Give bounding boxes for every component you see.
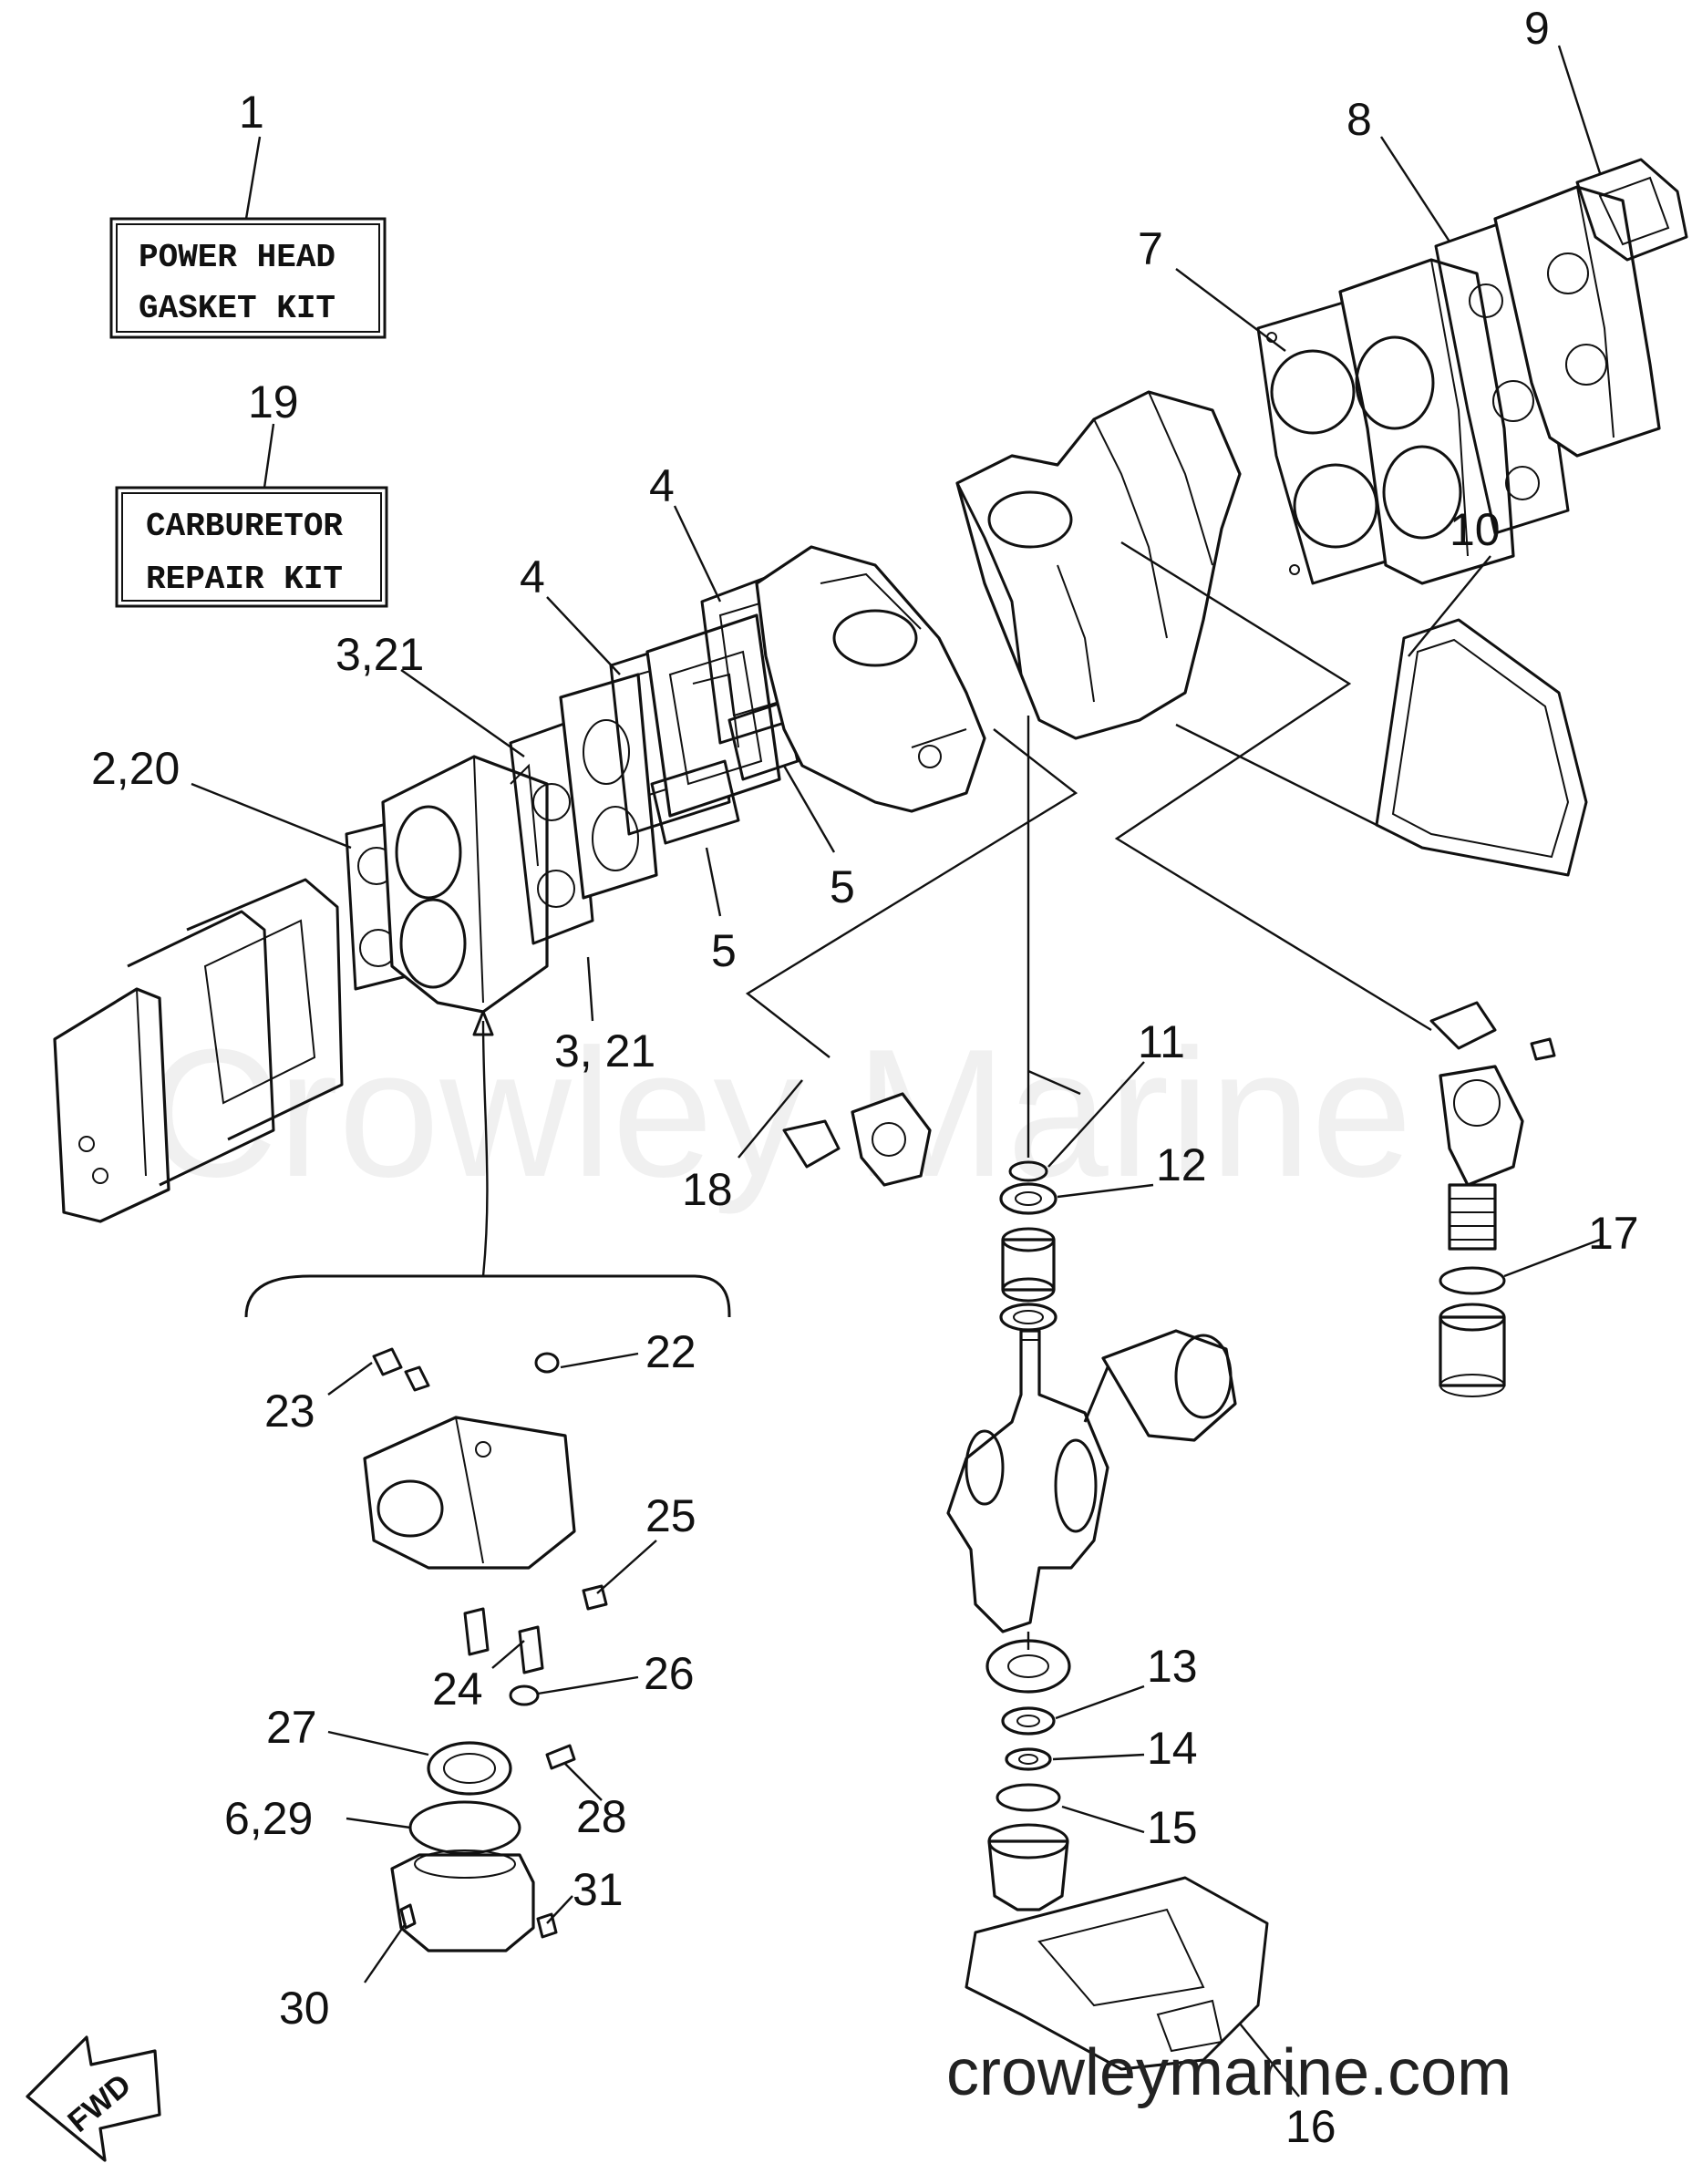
carb-detail-arrow [481, 1020, 489, 1277]
callout-10: 10 [1450, 504, 1501, 555]
gasket-5-upper [727, 700, 800, 781]
exhaust-cover-gasket-9 [1575, 158, 1688, 262]
callout-4-upper: 4 [649, 460, 675, 511]
piston-connecting-rod [1083, 1329, 1237, 1442]
callout-26: 26 [644, 1648, 695, 1699]
callout-30: 30 [279, 1983, 330, 2034]
callout-28: 28 [576, 1791, 627, 1842]
fuel-filter-element [1448, 1183, 1497, 1251]
callout-22: 22 [645, 1326, 696, 1377]
oil-seal-12 [999, 1182, 1058, 1215]
callout-13: 13 [1147, 1641, 1198, 1692]
forward-direction-arrow: FWD [26, 2035, 161, 2162]
reed-assembly [645, 613, 781, 818]
kit-1-line1: POWER HEAD [139, 239, 335, 276]
gasket-3-21 [509, 718, 594, 945]
callout-8: 8 [1346, 94, 1372, 145]
kit-19-line1: CARBURETOR [146, 508, 343, 545]
callout-11: 11 [1138, 1016, 1185, 1067]
o-ring-11 [1008, 1160, 1048, 1182]
callout-3-21-upper: 3,21 [335, 629, 424, 680]
gasket-6-29 [408, 1800, 521, 1855]
callout-18: 18 [682, 1164, 733, 1215]
thrust-bearing [999, 1303, 1058, 1332]
kit-carburetor-repair: 19 CARBURETOR REPAIR KIT [115, 376, 388, 608]
callout-2-20: 2,20 [91, 743, 180, 794]
thermostat-cover [782, 1092, 932, 1187]
o-ring-15 [996, 1783, 1061, 1812]
callout-14: 14 [1147, 1723, 1198, 1774]
kit-19-line2: REPAIR KIT [146, 561, 343, 598]
callout-17: 17 [1588, 1208, 1639, 1259]
callout-25: 25 [645, 1490, 696, 1541]
carb-detail-body [363, 1416, 576, 1570]
kit-1-line2: GASKET KIT [139, 290, 335, 327]
filter-cup [1439, 1303, 1506, 1397]
oil-seal-13 [1001, 1706, 1056, 1736]
callout-5-upper: 5 [830, 861, 855, 912]
oil-seal-housing [987, 1823, 1069, 1911]
callout-7: 7 [1138, 223, 1163, 274]
callout-4-lower: 4 [520, 551, 545, 603]
kit-power-head-gasket: 1 POWER HEAD GASKET KIT [109, 87, 387, 339]
callout-6-29: 6,29 [224, 1793, 313, 1844]
float-chamber [390, 1849, 558, 1952]
callout-16: 16 [1285, 2101, 1336, 2152]
callout-23: 23 [264, 1386, 315, 1437]
callout-3-21-lower: 3, 21 [554, 1025, 655, 1077]
carb-detail-bracket [244, 1274, 731, 1318]
callout-19: 19 [248, 376, 299, 428]
o-ring-17 [1439, 1266, 1506, 1295]
cylinder-head [1338, 258, 1515, 585]
upper-bearing [1001, 1227, 1056, 1303]
intake-silencer [53, 878, 344, 1223]
callout-15: 15 [1147, 1802, 1198, 1853]
exhaust-plate-gasket-10 [1375, 618, 1588, 877]
crankcase [755, 545, 986, 813]
lower-gasket-16 [965, 1876, 1269, 2071]
cylinder-block [955, 390, 1242, 740]
fuel-pump [1429, 1001, 1556, 1187]
callout-1: 1 [239, 87, 264, 138]
website-text: crowleymarine.com [946, 2036, 1511, 2109]
oil-seal-14 [1005, 1747, 1052, 1771]
float-chamber-gasket-27 [427, 1741, 576, 1796]
carb-detail-arrowhead [472, 1010, 494, 1036]
callout-24: 24 [432, 1664, 483, 1715]
callout-31: 31 [573, 1864, 624, 1915]
crankshaft [946, 1329, 1109, 1633]
callout-27: 27 [266, 1702, 317, 1753]
assembly-guide-lines [745, 541, 1432, 1650]
callout-12: 12 [1156, 1139, 1207, 1190]
callout-9: 9 [1524, 3, 1550, 54]
watermark-text: Crowley Marine [146, 1012, 1412, 1215]
carburetor-body [381, 755, 549, 1014]
callout-5-lower: 5 [711, 925, 737, 976]
callouts: 2,20 3,21 3, 21 4 4 5 5 7 8 9 10 11 12 1… [91, 3, 1639, 2152]
head-cover [1493, 185, 1661, 458]
gasket-5-lower [650, 759, 740, 845]
carb-detail-parts [372, 1347, 608, 1706]
